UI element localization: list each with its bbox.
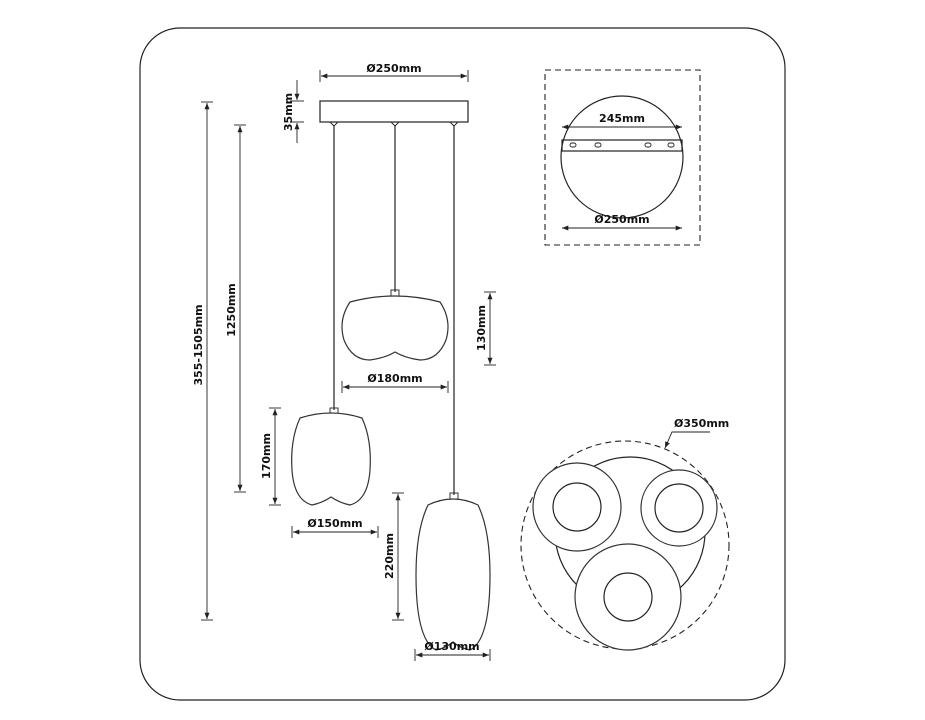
dimension-lines xyxy=(201,70,496,661)
shade-small-diameter-label: Ø150mm xyxy=(307,517,362,530)
shade-tall-diameter-label: Ø130mm xyxy=(424,640,479,653)
cable-length-label: 1250mm xyxy=(225,283,238,337)
canopy-height-label: 35mm xyxy=(282,93,295,131)
footprint-diameter-label: Ø350mm xyxy=(674,417,729,430)
total-height-label: 355-1505mm xyxy=(192,304,205,385)
shade-medium xyxy=(341,289,449,361)
frame-border xyxy=(139,27,786,701)
canopy xyxy=(319,100,469,127)
cables xyxy=(333,125,455,495)
footprint-top-view xyxy=(520,431,730,651)
shade-tall xyxy=(415,492,491,651)
shade-medium-diameter-label: Ø180mm xyxy=(367,372,422,385)
shade-tall-height-label: 220mm xyxy=(383,533,396,579)
shade-medium-height-label: 130mm xyxy=(475,305,488,351)
mount-detail xyxy=(544,69,701,246)
shade-small xyxy=(291,407,371,506)
mount-diameter-label: Ø250mm xyxy=(594,213,649,226)
bracket-width-label: 245mm xyxy=(599,112,645,125)
shade-small-height-label: 170mm xyxy=(260,433,273,479)
canopy-diameter-label: Ø250mm xyxy=(366,62,421,75)
